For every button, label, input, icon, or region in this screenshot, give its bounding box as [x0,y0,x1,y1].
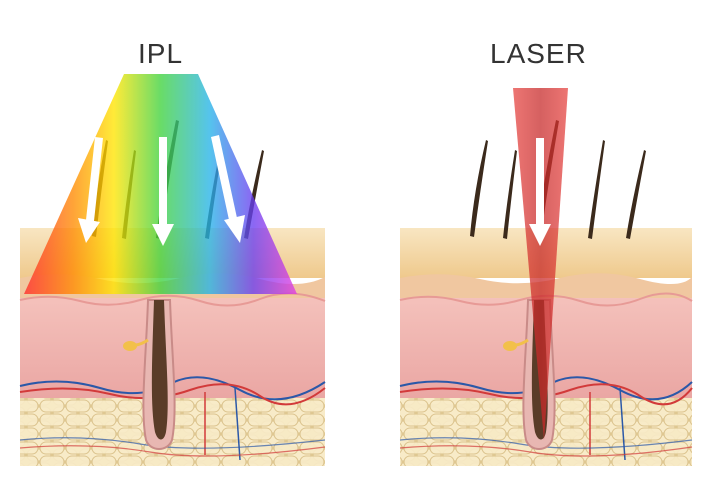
ipl-sebaceous-gland [123,341,137,351]
laser-sebaceous-gland [503,341,517,351]
laser-beam [513,88,568,440]
laser-arrow [529,138,551,246]
ipl-arrow-center [152,137,174,246]
ipl-arrow-right [211,135,245,243]
ipl-title: IPL [138,38,184,69]
ipl-arrows [78,135,245,246]
ipl-arrow-left [78,137,103,243]
laser-artery [399,383,693,406]
ipl-hair-follicle [123,299,176,450]
ipl-artery [19,383,326,406]
laser-title: LASER [490,38,587,69]
